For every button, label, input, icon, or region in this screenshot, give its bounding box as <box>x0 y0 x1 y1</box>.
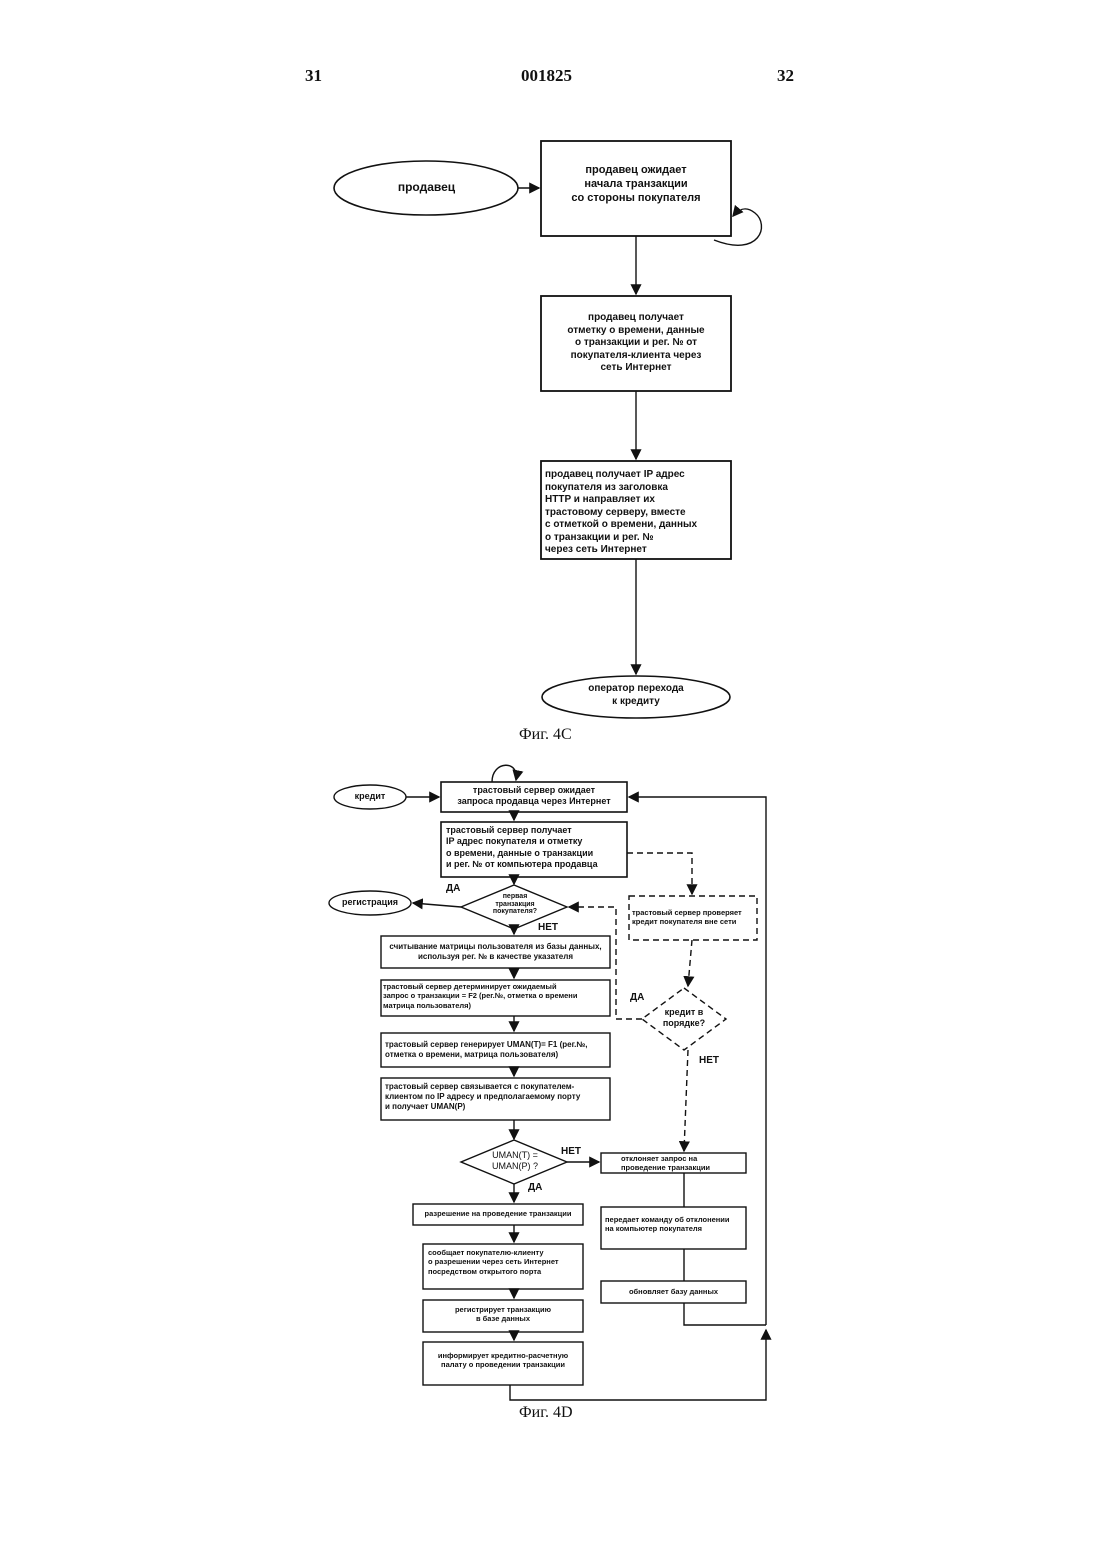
d1-text: первая транзакция покупателя? <box>475 893 555 916</box>
d3-no-label: НЕТ <box>699 1055 719 1066</box>
d2-yes-label: ДА <box>528 1182 542 1193</box>
b6-text: трастовый сервер связывается с покупател… <box>385 1082 607 1112</box>
figure-4c-caption: Фиг. 4C <box>519 726 572 744</box>
seller-oval-label: продавец <box>344 180 509 195</box>
b1-text: трастовый сервер ожидает запроса продавц… <box>443 785 625 808</box>
b9-text: регистрирует транзакцию в базе данных <box>424 1305 582 1324</box>
box2-text: продавец получает отметку о времени, дан… <box>548 312 724 375</box>
box3-text: продавец получает IP адрес покупателя из… <box>545 469 729 557</box>
figure-4d-caption: Фиг. 4D <box>519 1404 573 1422</box>
r4-text: обновляет базу данных <box>603 1287 744 1296</box>
d3-yes-label: ДА <box>630 992 644 1003</box>
d1-yes-label: ДА <box>446 883 460 894</box>
d1-no-label: НЕТ <box>538 922 558 933</box>
b2-text: трастовый сервер получает IP адрес покуп… <box>446 825 626 870</box>
end-oval-label: оператор перехода к кредиту <box>552 683 720 708</box>
credit-oval-label: кредит <box>338 791 402 802</box>
d2-no-label: НЕТ <box>561 1146 581 1157</box>
b3-text: считывание матрицы пользователя из базы … <box>383 942 608 962</box>
b4-text: трастовый сервер детерминирует ожидаемый… <box>383 982 609 1010</box>
registration-oval-label: регистрация <box>332 897 408 908</box>
d3-text: кредит в порядке? <box>652 1007 716 1030</box>
b5-text: трастовый сервер генерирует UMAN(T)= F1 … <box>385 1040 607 1060</box>
b10-text: информирует кредитно-расчетную палату о … <box>424 1351 582 1370</box>
r3-text: передает команду об отклонении на компью… <box>605 1215 745 1234</box>
r2-text: отклоняет запрос на проведение транзакци… <box>621 1154 745 1173</box>
r1-text: трастовый сервер проверяет кредит покупа… <box>632 908 756 927</box>
b7-text: разрешение на проведение транзакции <box>414 1209 582 1218</box>
d2-text: UMAN(T) = UMAN(P) ? <box>476 1150 554 1173</box>
box1-text: продавец ожидает начала транзакции со ст… <box>548 164 724 205</box>
b8-text: сообщает покупателю-клиенту о разрешении… <box>428 1248 581 1276</box>
